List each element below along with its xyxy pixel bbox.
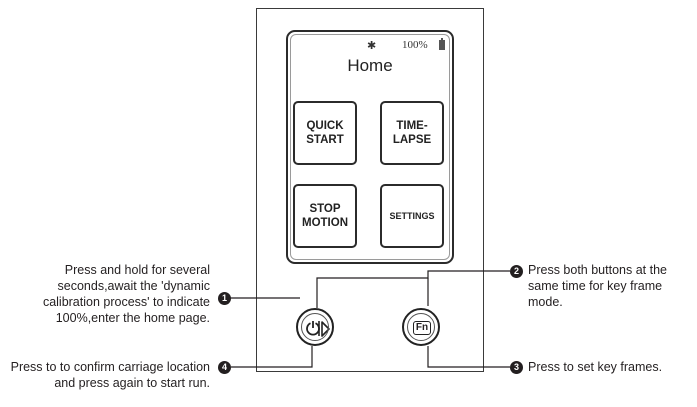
- callout-badge-3: 3: [510, 361, 523, 374]
- settings-tile[interactable]: SETTINGS: [380, 184, 444, 248]
- callout-text-4: Press to to confirm carriage location an…: [10, 360, 210, 390]
- bluetooth-icon: ✱: [367, 39, 377, 52]
- battery-percentage: 100%: [402, 39, 428, 51]
- stop-motion-tile[interactable]: STOP MOTION: [293, 184, 357, 248]
- fn-icon: Fn: [413, 321, 431, 335]
- time-lapse-tile[interactable]: TIME- LAPSE: [380, 101, 444, 165]
- settings-tile-label: SETTINGS: [389, 211, 435, 221]
- quick-start-tile[interactable]: QUICK START: [293, 101, 357, 165]
- callout-text-3: Press to set key frames.: [528, 360, 663, 374]
- callout-text-1: Press and hold for several seconds,await…: [42, 263, 210, 325]
- callout-badge-4: 4: [218, 361, 231, 374]
- callout-line-4: [231, 346, 313, 368]
- screen-inner-frame: [290, 34, 450, 260]
- battery-full-icon: [439, 38, 445, 50]
- callout-text-2: Press both buttons at the same time for …: [528, 263, 667, 309]
- power-play-button[interactable]: [296, 308, 334, 346]
- screen-title: Home: [347, 56, 393, 75]
- callout-line-2: [316, 270, 510, 308]
- device-screen: [286, 30, 454, 264]
- fn-button[interactable]: Fn: [402, 308, 440, 346]
- callout-badge-1: 1: [218, 292, 231, 305]
- callout-badge-2: 2: [510, 265, 523, 278]
- callout-line-3: [427, 346, 510, 368]
- power-play-icon: [306, 321, 330, 337]
